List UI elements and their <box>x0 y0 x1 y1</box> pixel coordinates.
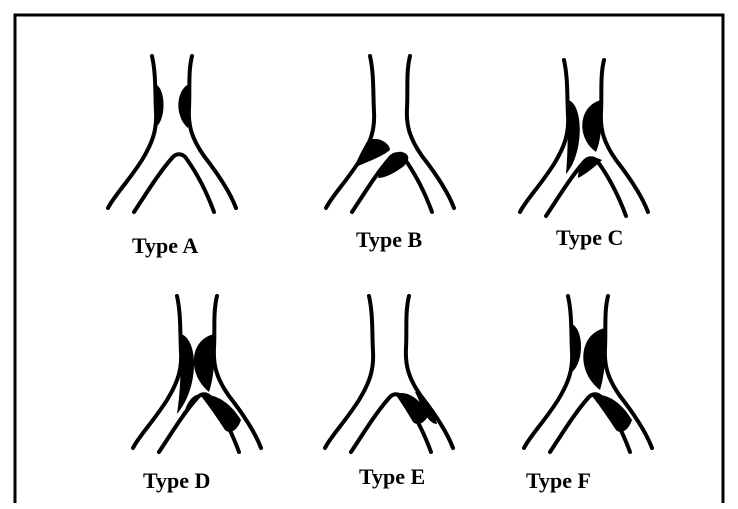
plaque-right-branch <box>592 395 632 432</box>
plaque-left-main <box>155 84 164 126</box>
plaque-right-main <box>582 100 601 152</box>
type-d-label: Type D <box>143 468 210 493</box>
plaque-left-main <box>566 100 580 174</box>
type-a-label: Type A <box>132 233 198 258</box>
panel-type-f: Type F <box>524 296 652 493</box>
plaque-right-branch <box>201 395 241 432</box>
vessel-outline <box>108 56 236 212</box>
panel-type-b: Type B <box>326 56 454 252</box>
plaque-right-main <box>583 328 605 390</box>
panel-type-a: Type A <box>108 56 236 258</box>
vessel-outline <box>520 60 648 216</box>
type-b-label: Type B <box>356 227 423 252</box>
type-c-label: Type C <box>556 225 623 250</box>
panel-type-d: Type D <box>133 296 261 493</box>
plaque-right-main <box>178 84 189 128</box>
type-f-label: Type F <box>526 468 591 493</box>
plaque-carina <box>578 157 602 178</box>
vessel-outline <box>325 296 453 452</box>
panel-type-e: Type E <box>325 296 453 489</box>
plaque-right-main <box>194 334 215 392</box>
type-e-label: Type E <box>359 464 425 489</box>
plaque-left-main <box>572 324 581 372</box>
panel-type-c: Type C <box>520 60 648 250</box>
vessel-outline <box>326 56 454 212</box>
